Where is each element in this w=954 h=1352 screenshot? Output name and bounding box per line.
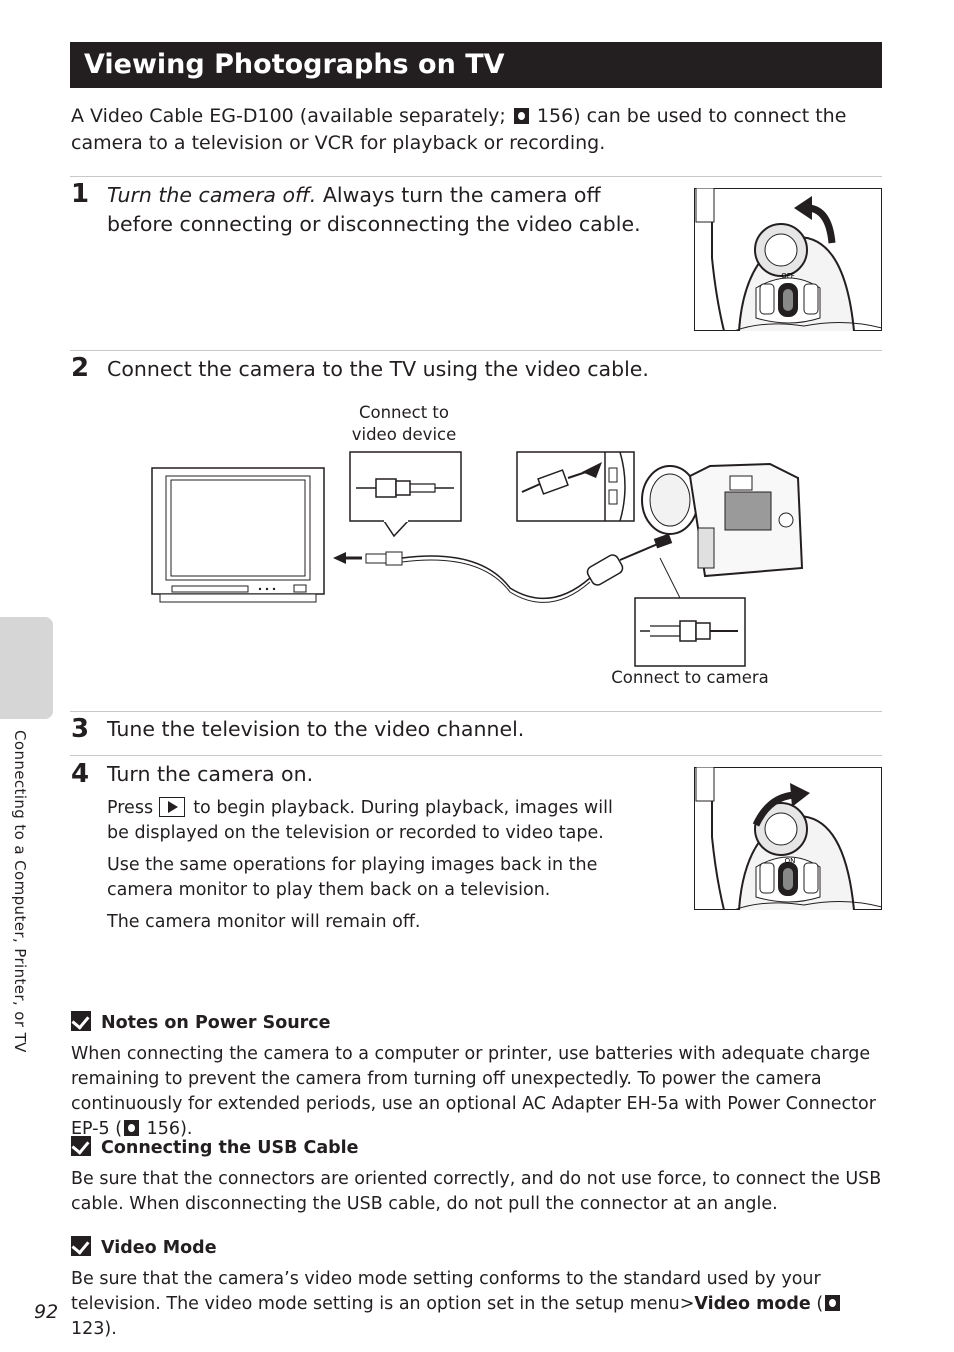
intro-paragraph: A Video Cable EG-D100 (available separat… <box>71 103 883 157</box>
television-icon <box>151 467 325 603</box>
camera-power-off-illustration: OFF <box>694 188 882 331</box>
step-4-para-1: Press to begin playback. During playback… <box>107 796 637 846</box>
step-4-para-3: The camera monitor will remain off. <box>107 912 421 932</box>
side-section-label: Connecting to a Computer, Printer, or TV <box>11 730 29 1053</box>
note-3-page-ref: 123 <box>71 1319 105 1339</box>
camera-icon <box>641 462 804 578</box>
page-number: 92 <box>34 1301 59 1323</box>
step-number: 1 <box>71 179 90 209</box>
step-1-text: Turn the camera off. Always turn the cam… <box>107 181 667 239</box>
note-3-end: ). <box>104 1319 117 1339</box>
note-heading-text: Connecting the USB Cable <box>101 1138 359 1158</box>
divider <box>70 350 882 351</box>
step-2-text: Connect the camera to the TV using the v… <box>107 357 649 381</box>
intro-text-end: ) can be used to connect the camera to a… <box>71 105 847 154</box>
step-1-body: Always turn the camera off before connec… <box>107 183 641 236</box>
step-4-text: Turn the camera on. <box>107 762 314 786</box>
check-note-icon <box>71 1136 91 1156</box>
step-4-p1-text: to begin playback. During playback, imag… <box>107 798 613 843</box>
connection-diagram <box>151 451 804 667</box>
switch-off-label: OFF <box>781 272 795 280</box>
intro-text: A Video Cable EG-D100 (available separat… <box>71 105 512 127</box>
note-heading-text: Notes on Power Source <box>101 1013 331 1033</box>
step-1-lead: Turn the camera off. <box>107 183 317 207</box>
intro-page-ref: 156 <box>536 105 574 127</box>
caption-video-line2: video device <box>351 425 457 444</box>
step-number: 4 <box>71 759 90 789</box>
step-number: 3 <box>71 714 90 744</box>
step-number: 2 <box>71 353 90 383</box>
caption-video-line1: Connect to <box>358 403 450 422</box>
step-4-para-2: Use the same operations for playing imag… <box>107 855 598 900</box>
note-1-page-ref: 156 <box>146 1119 181 1139</box>
note-usb-heading: Connecting the USB Cable <box>71 1136 359 1160</box>
check-note-icon <box>71 1236 91 1256</box>
step-4-press: Press <box>107 798 159 818</box>
note-heading-text: Video Mode <box>101 1238 217 1258</box>
divider <box>70 176 882 177</box>
note-3-paren: ( <box>810 1294 824 1314</box>
page-title: Viewing Photographs on TV <box>84 49 505 80</box>
page-ref-icon <box>825 1295 841 1311</box>
caption-camera: Connect to camera <box>611 668 769 687</box>
note-usb-text: Be sure that the connectors are oriented… <box>71 1169 882 1214</box>
rotate-arrow-icon <box>790 783 810 807</box>
playback-button-icon <box>158 797 185 817</box>
note-3-text: Be sure that the camera’s video mode set… <box>71 1269 821 1314</box>
switch-on-label: ON <box>785 857 796 865</box>
camera-power-on-illustration: ON <box>694 767 882 910</box>
rotate-arrow-icon <box>794 196 812 220</box>
note-1-text: When connecting the camera to a computer… <box>71 1044 876 1139</box>
page-ref-icon <box>124 1120 140 1136</box>
note-video-mode-text: Be sure that the camera’s video mode set… <box>71 1267 883 1342</box>
note-video-mode-heading: Video Mode <box>71 1236 217 1260</box>
caption-video-device: Connect to video device <box>334 402 474 446</box>
step-3-text: Tune the television to the video channel… <box>107 717 525 741</box>
divider <box>70 755 882 756</box>
title-bar: Viewing Photographs on TV <box>70 42 882 88</box>
video-mode-menu-item: Video mode <box>694 1294 811 1314</box>
note-1-end: ). <box>180 1119 193 1139</box>
arrow-left-icon <box>333 552 346 564</box>
page-ref-icon <box>513 108 529 124</box>
divider <box>70 711 882 712</box>
check-note-icon <box>71 1011 91 1031</box>
section-tab <box>0 617 53 719</box>
note-power-source-heading: Notes on Power Source <box>71 1011 331 1035</box>
note-power-source-text: When connecting the camera to a computer… <box>71 1042 883 1142</box>
